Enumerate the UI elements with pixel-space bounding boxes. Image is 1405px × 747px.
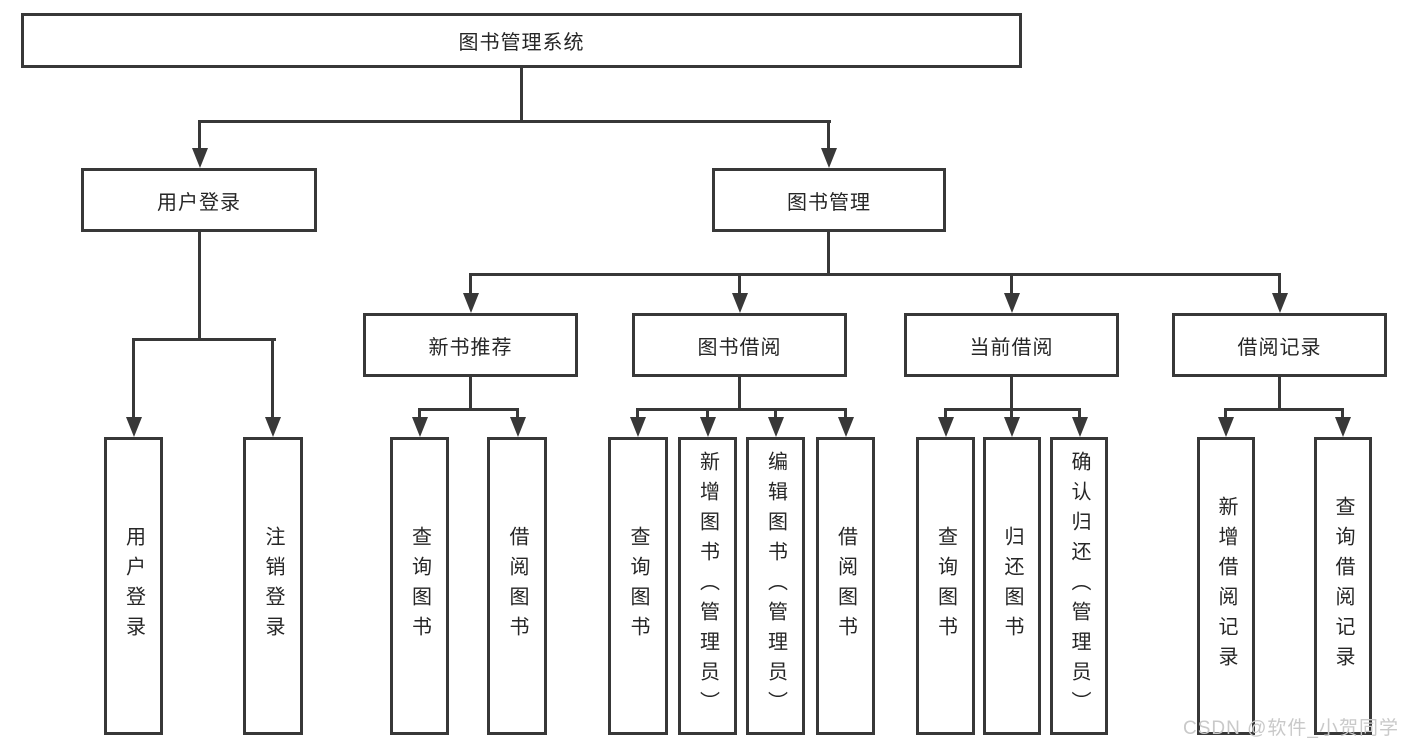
leaf-nb-query-book-label: 查询图书 — [408, 526, 431, 646]
leaf-nb-query-book: 查询图书 — [390, 437, 449, 735]
connector-arrow-shaft — [1010, 408, 1013, 419]
connector-arrow-shaft-book-mgmt — [827, 120, 830, 150]
connector-arrow-shaft — [706, 408, 709, 419]
connector-new-book-branch — [418, 408, 519, 411]
leaf-nb-borrow-book: 借阅图书 — [487, 437, 547, 735]
arrow-down-icon — [265, 417, 281, 437]
arrow-down-icon — [700, 417, 716, 437]
connector-arrow-shaft-leaf-logout — [271, 338, 274, 419]
leaf-bb-query-book-label: 查询图书 — [627, 526, 649, 646]
node-root: 图书管理系统 — [21, 13, 1022, 68]
connector-arrow-shaft-current-borrow — [1010, 273, 1013, 295]
connector-arrow-shaft — [636, 408, 639, 419]
connector-arrow-shaft — [418, 408, 421, 419]
leaf-cb-confirm-return-label: 确认归还（管理员） — [1068, 451, 1090, 721]
leaf-bb-edit-book-label: 编辑图书（管理员） — [764, 451, 787, 721]
connector-arrow-shaft-new-book — [469, 273, 472, 295]
leaf-cb-confirm-return: 确认归还（管理员） — [1050, 437, 1108, 735]
leaf-bb-edit-book: 编辑图书（管理员） — [746, 437, 805, 735]
arrow-down-icon — [630, 417, 646, 437]
leaf-br-query-record-label: 查询借阅记录 — [1332, 496, 1354, 676]
connector-book-borrow-branch — [636, 408, 847, 411]
connector-book-mgmt-stub — [827, 232, 830, 276]
connector-arrow-shaft — [1224, 408, 1227, 419]
arrow-down-icon — [126, 417, 142, 437]
connector-arrow-shaft — [944, 408, 947, 419]
leaf-logout: 注销登录 — [243, 437, 303, 735]
arrow-down-icon — [1004, 293, 1020, 313]
leaf-br-add-record: 新增借阅记录 — [1197, 437, 1255, 735]
node-root-label: 图书管理系统 — [458, 32, 585, 54]
node-borrow-record: 借阅记录 — [1172, 313, 1387, 377]
arrow-down-icon — [838, 417, 854, 437]
connector-arrow-shaft — [516, 408, 519, 419]
leaf-bb-borrow-book-label: 借阅图书 — [834, 526, 857, 646]
arrow-down-icon — [192, 148, 208, 168]
leaf-bb-add-book: 新增图书（管理员） — [678, 437, 737, 735]
node-borrow-record-label: 借阅记录 — [1237, 336, 1322, 359]
connector-borrow-record-stub — [1278, 377, 1281, 411]
connector-current-borrow-stub — [1010, 377, 1013, 411]
connector-arrow-shaft — [1078, 408, 1081, 419]
connector-user-login-stub — [198, 232, 201, 341]
leaf-cb-query-book-label: 查询图书 — [934, 526, 957, 646]
node-current-borrow-label: 当前借阅 — [969, 336, 1054, 359]
arrow-down-icon — [732, 293, 748, 313]
arrow-down-icon — [1272, 293, 1288, 313]
connector-arrow-shaft-user-login — [198, 120, 201, 150]
connector-level2-branch — [469, 273, 1281, 276]
connector-arrow-shaft-leaf-user-login — [132, 338, 135, 419]
arrow-down-icon — [821, 148, 837, 168]
node-user-login-branch-label: 用户登录 — [157, 191, 241, 214]
leaf-br-query-record: 查询借阅记录 — [1314, 437, 1372, 735]
connector-borrow-record-branch — [1224, 408, 1344, 411]
node-book-management-branch-label: 图书管理 — [787, 191, 871, 214]
arrow-down-icon — [768, 417, 784, 437]
arrow-down-icon — [1218, 417, 1234, 437]
leaf-cb-query-book: 查询图书 — [916, 437, 975, 735]
leaf-cb-return-book-label: 归还图书 — [1001, 526, 1023, 646]
arrow-down-icon — [1335, 417, 1351, 437]
connector-new-book-stub — [469, 377, 472, 411]
arrow-down-icon — [1004, 417, 1020, 437]
leaf-bb-query-book: 查询图书 — [608, 437, 668, 735]
arrow-down-icon — [1072, 417, 1088, 437]
arrow-down-icon — [510, 417, 526, 437]
arrow-down-icon — [463, 293, 479, 313]
connector-arrow-shaft — [774, 408, 777, 419]
node-user-login-branch: 用户登录 — [81, 168, 317, 232]
node-new-book-recommend: 新书推荐 — [363, 313, 578, 377]
connector-arrow-shaft-book-borrow — [738, 273, 741, 295]
connector-root-stub — [520, 68, 523, 123]
leaf-nb-borrow-book-label: 借阅图书 — [506, 526, 528, 646]
connector-arrow-shaft — [844, 408, 847, 419]
node-book-management-branch: 图书管理 — [712, 168, 946, 232]
node-new-book-recommend-label: 新书推荐 — [428, 336, 513, 359]
arrow-down-icon — [412, 417, 428, 437]
csdn-watermark: CSDN @软件_小贺同学 — [1183, 718, 1399, 739]
leaf-bb-add-book-label: 新增图书（管理员） — [696, 451, 719, 721]
node-current-borrow: 当前借阅 — [904, 313, 1119, 377]
connector-arrow-shaft-borrow-record — [1278, 273, 1281, 295]
arrow-down-icon — [938, 417, 954, 437]
leaf-bb-borrow-book: 借阅图书 — [816, 437, 875, 735]
leaf-user-login-label: 用户登录 — [122, 526, 145, 646]
leaf-cb-return-book: 归还图书 — [983, 437, 1041, 735]
leaf-user-login: 用户登录 — [104, 437, 163, 735]
node-book-borrow: 图书借阅 — [632, 313, 847, 377]
connector-book-borrow-stub — [738, 377, 741, 411]
connector-user-login-branch — [132, 338, 276, 341]
node-book-borrow-label: 图书借阅 — [697, 336, 782, 359]
connector-level1-branch — [198, 120, 831, 123]
leaf-br-add-record-label: 新增借阅记录 — [1215, 496, 1237, 676]
connector-arrow-shaft — [1341, 408, 1344, 419]
leaf-logout-label: 注销登录 — [262, 526, 284, 646]
